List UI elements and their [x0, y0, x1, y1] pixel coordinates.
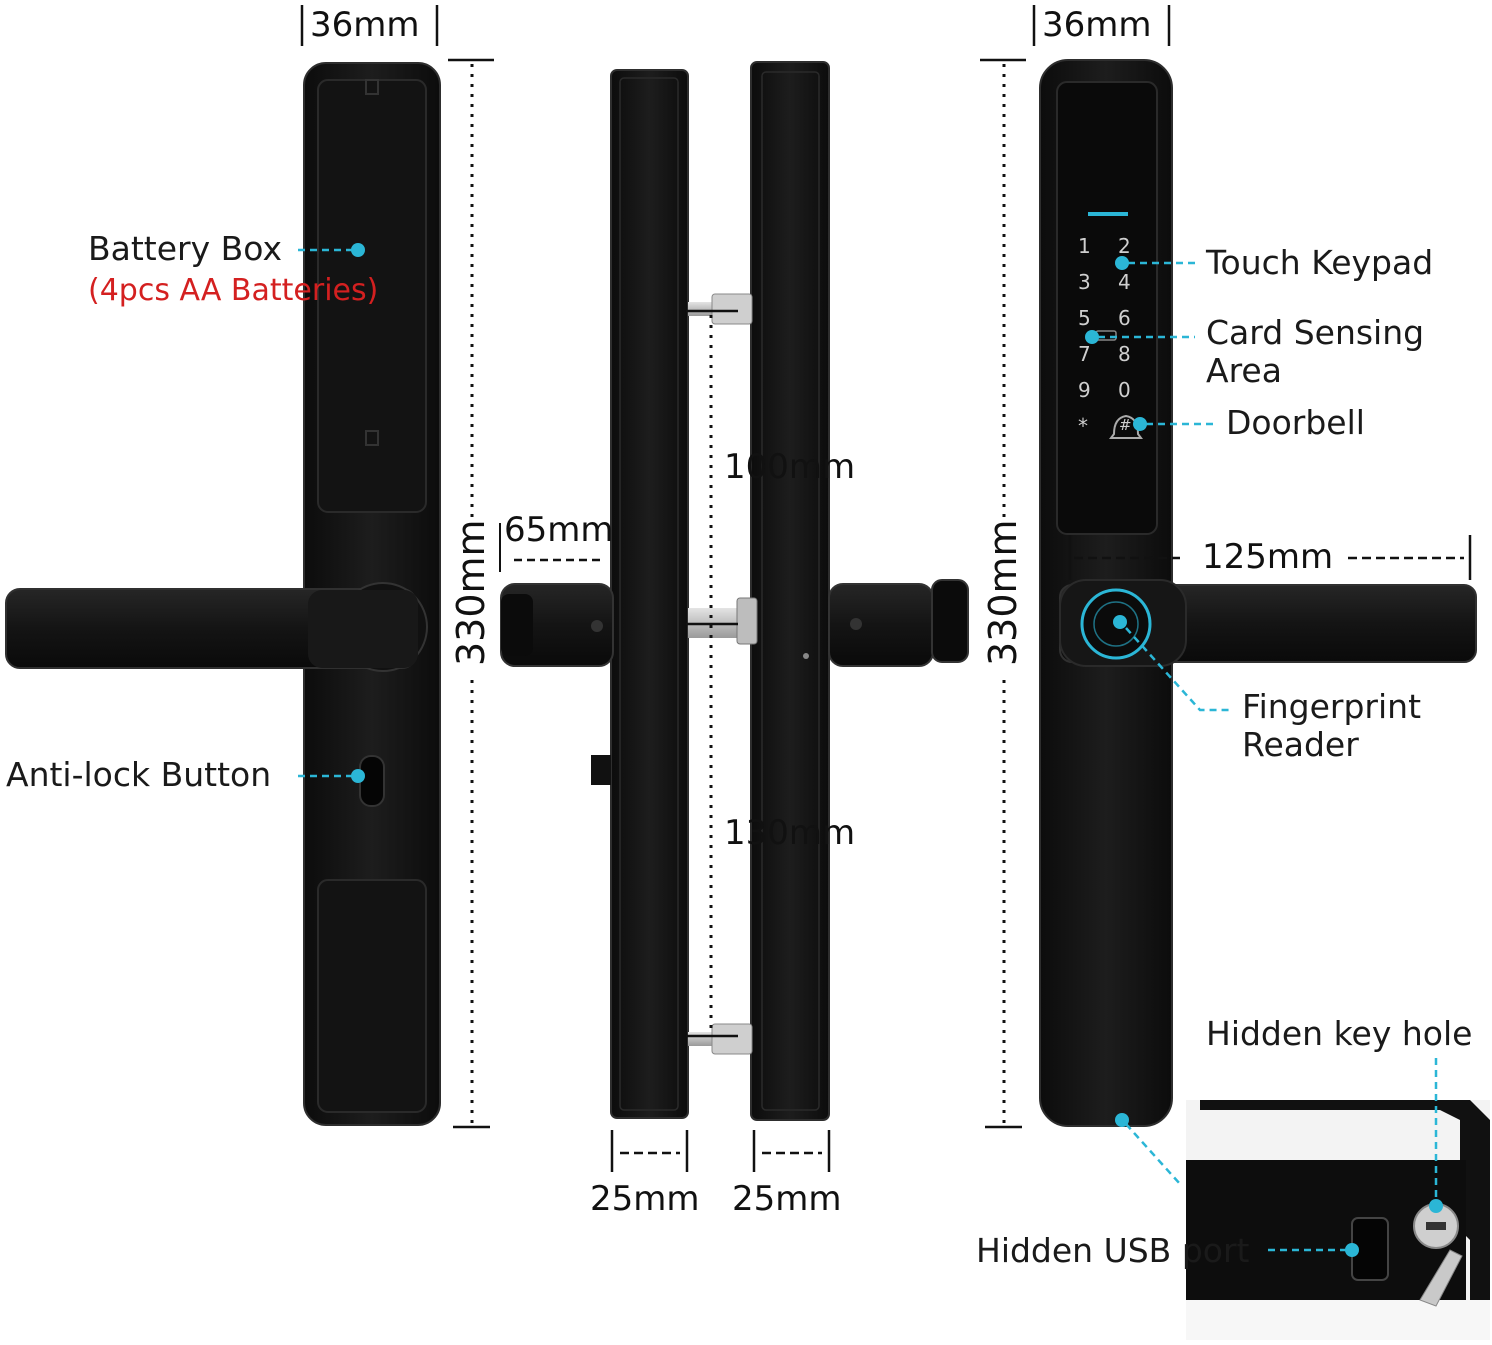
hidden-key-label: Hidden key hole	[1206, 1014, 1473, 1053]
thickness-right-label: 25mm	[732, 1179, 842, 1219]
card-sensing-label: Card Sensing Area	[1206, 314, 1424, 390]
fingerprint-line-2: Reader	[1242, 725, 1359, 764]
key-9[interactable]: 9	[1078, 378, 1091, 402]
fingerprint-line-1: Fingerprint	[1242, 687, 1422, 726]
key-8[interactable]: 8	[1118, 342, 1131, 366]
front-width-label: 36mm	[310, 5, 420, 45]
anti-lock-label: Anti-lock Button	[6, 755, 272, 794]
touch-keypad-label: Touch Keypad	[1206, 243, 1434, 282]
lower-spacing-label: 130mm	[724, 813, 856, 853]
bottom-inset	[1186, 1100, 1490, 1340]
key-6[interactable]: 6	[1118, 306, 1131, 330]
battery-note-label: (4pcs AA Batteries)	[88, 273, 379, 308]
battery-box-label: Battery Box	[88, 229, 282, 268]
key-3[interactable]: 3	[1078, 270, 1091, 294]
anti-lock-button[interactable]	[359, 755, 385, 807]
hidden-usb-label: Hidden USB port	[976, 1231, 1250, 1270]
key-2[interactable]: 2	[1118, 234, 1131, 258]
back-width-label: 36mm	[1042, 5, 1152, 45]
key-0[interactable]: 0	[1118, 378, 1131, 402]
key-1[interactable]: 1	[1078, 234, 1091, 258]
keypad-panel[interactable]	[1056, 81, 1158, 535]
back-view	[1039, 59, 1477, 1127]
fingerprint-label: Fingerprint Reader	[1242, 688, 1421, 764]
front-view	[5, 62, 441, 1126]
doorbell-label: Doorbell	[1226, 403, 1365, 442]
key-4[interactable]: 4	[1118, 270, 1131, 294]
spindle-length-label: 65mm	[504, 510, 614, 550]
key-7[interactable]: 7	[1078, 342, 1091, 366]
key-hash[interactable]: #	[1119, 416, 1132, 434]
front-height-label: 330mm	[449, 519, 493, 666]
key-5[interactable]: 5	[1078, 306, 1091, 330]
thickness-left-label: 25mm	[590, 1179, 700, 1219]
back-height-label: 330mm	[981, 519, 1025, 666]
upper-spacing-label: 100mm	[724, 447, 856, 487]
side-view	[500, 61, 969, 1121]
key-star[interactable]: *	[1078, 414, 1088, 438]
card-sensing-line-2: Area	[1206, 351, 1282, 390]
card-sensing-line-1: Card Sensing	[1206, 313, 1425, 352]
handle-length-label: 125mm	[1202, 537, 1334, 577]
